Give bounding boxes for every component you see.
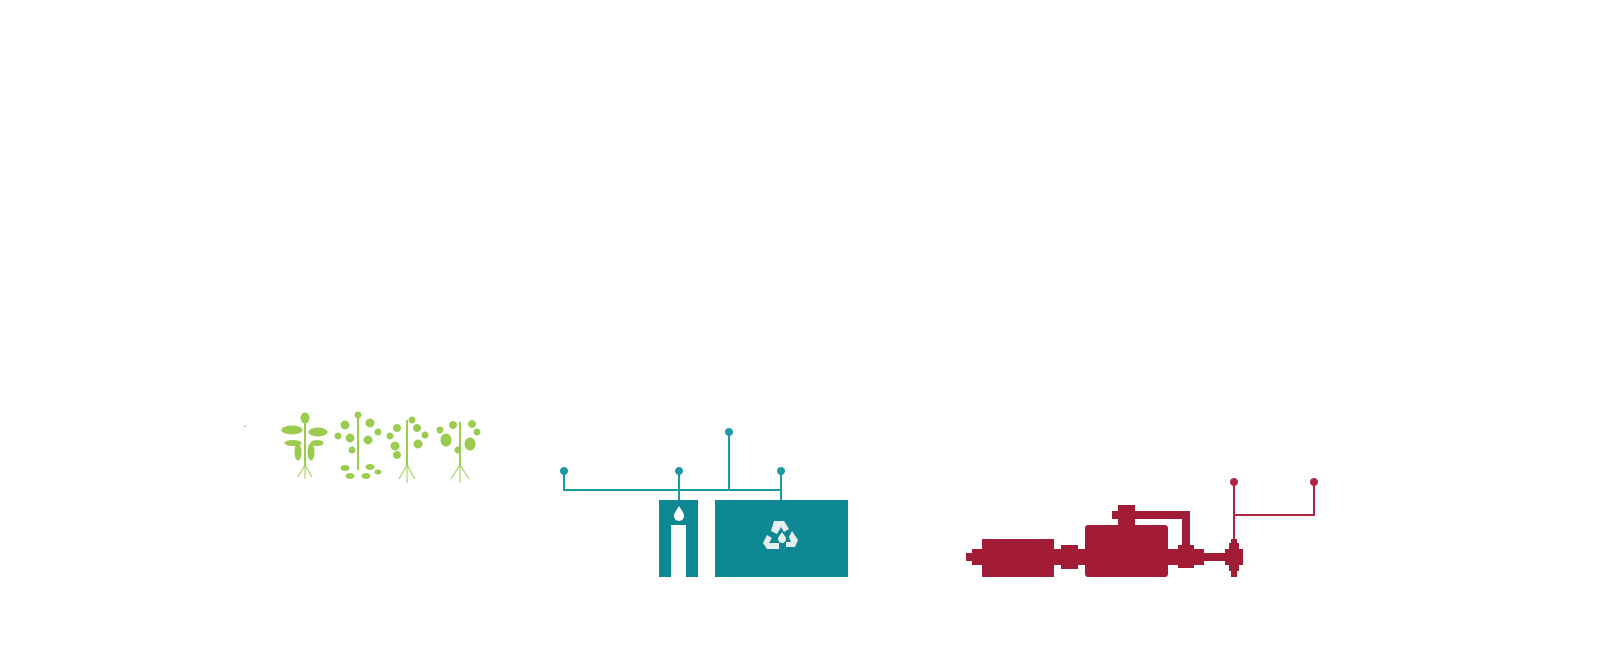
plant-icon: [334, 411, 382, 479]
dot: [244, 425, 246, 427]
plant-icon: [281, 412, 328, 479]
connector-lines: [563, 432, 782, 500]
plants-group: [244, 411, 481, 483]
plant-icon: [386, 416, 429, 483]
water-system: [560, 428, 848, 577]
plant-icon: [436, 420, 481, 483]
connector-lines: [1233, 482, 1315, 545]
water-drop-icon: [674, 506, 684, 521]
water-tank: [659, 500, 698, 577]
pump-system: [966, 478, 1318, 577]
pump-icon: [966, 505, 1243, 577]
connector-nodes: [560, 428, 785, 475]
recycle-icon: [763, 521, 798, 549]
